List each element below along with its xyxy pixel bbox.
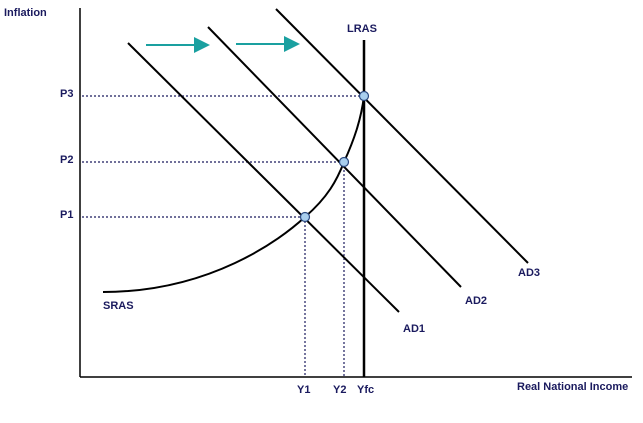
y1-label: Y1 — [297, 384, 310, 396]
ad2-label: AD2 — [465, 295, 487, 307]
ad3-label: AD3 — [518, 267, 540, 279]
ad1-label: AD1 — [403, 323, 425, 335]
sras-curve — [102, 95, 365, 293]
ad1-line — [127, 42, 400, 313]
y-axis-label: Inflation — [4, 7, 47, 19]
equilibrium-point-1 — [299, 211, 311, 223]
sras-label: SRAS — [103, 300, 134, 312]
lras-label: LRAS — [347, 23, 377, 35]
yfc-label: Yfc — [357, 384, 374, 396]
ad3-line — [275, 8, 529, 264]
p3-label: P3 — [60, 88, 73, 100]
y2-label: Y2 — [333, 384, 346, 396]
p1-label: P1 — [60, 209, 73, 221]
equilibrium-point-2 — [338, 156, 350, 168]
ad2-line — [207, 26, 462, 288]
guide-lines — [82, 95, 364, 376]
x-axis-label: Real National Income — [517, 381, 628, 393]
p2-label: P2 — [60, 154, 73, 166]
equilibrium-point-3 — [358, 90, 370, 102]
